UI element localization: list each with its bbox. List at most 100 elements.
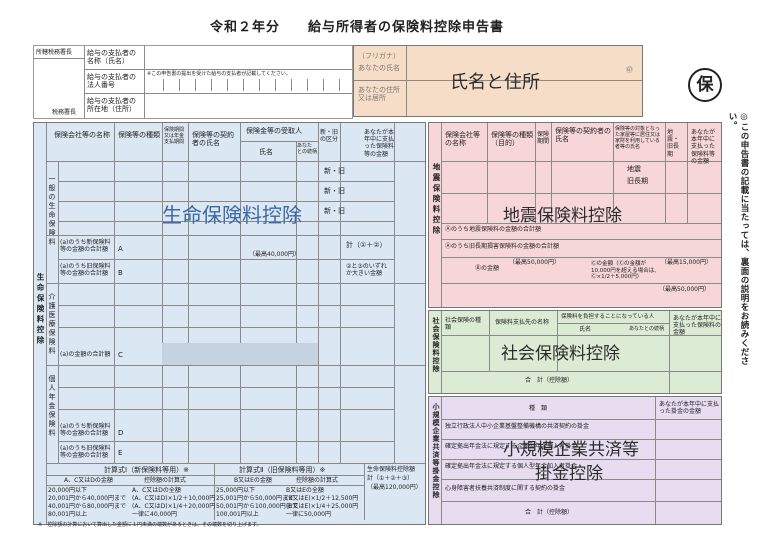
calc-header-deduct-2: 控除額の計算式 — [296, 477, 339, 484]
general-life-label: 一般の生命保険料 — [48, 175, 56, 247]
calc-header-a: A、C又はDの金額 — [64, 477, 113, 484]
pension-label: 個人年金保険料 — [48, 375, 56, 438]
social-col-relation: あなたとの続柄 — [629, 326, 664, 332]
row-d: D — [118, 429, 124, 437]
seal-mark: ㊞ — [626, 66, 633, 74]
eq-calc-b: Ⓑの金額 — [475, 265, 500, 272]
sum-d-label: (a)のうち新保険料等の金額の合計額 — [60, 423, 111, 438]
life-insurance-region: 生命保険料控除 保険会社等の名称 保険等の種類 保険期間又は年金支払期間 保険等… — [33, 122, 426, 528]
payer-name-label: 給与の支払者の名称（氏名） — [87, 49, 136, 66]
your-name-label: あなたの氏名 — [358, 64, 400, 72]
payer-address-label: 給与の支払者の所在地（住所） — [87, 97, 136, 114]
corporate-number-grid[interactable] — [147, 79, 347, 91]
eq-sum-old: Ⓐのうち旧長期損害保険料の金額の合計額 — [445, 243, 560, 250]
name-address-region: （フリガナ） あなたの氏名 あなたの住所又は居所 ㊞ 氏名と住所 — [353, 45, 643, 117]
col-period: 保険期間又は年金支払期間 — [164, 127, 185, 145]
sb-total: 合 計（控除額） — [525, 509, 574, 516]
sum-b-label: (a)のうち旧保険料等の金額の合計額 — [60, 263, 111, 278]
furigana-label: （フリガナ） — [358, 52, 400, 60]
sb-row-4: 心身障害者扶養共済制度に関する契約の掛金 — [445, 485, 566, 492]
social-col-payee: 保険料支払先の名称 — [495, 319, 550, 326]
eq-col-period: 保険期間 — [537, 131, 550, 146]
instructions-note: ◎この申告書の記載に当たっては、裏面の説明をお読みください。 — [727, 112, 749, 366]
eq-kind-quake: 地震 — [627, 165, 641, 173]
earthquake-side-label: 地震保険料控除 — [432, 163, 441, 237]
sb-col-type: 種 類 — [529, 405, 548, 412]
life-total-formula: 計（①＋②＋③） — [367, 475, 414, 482]
col-amount: あなたが本年中に支払った保険料等の金額 — [364, 129, 395, 158]
eq-calc-c: Ⓒの金額（Ⓒの金額が10,000円を超える場合は、Ⓒ×1/2＋5,000円） — [591, 261, 660, 281]
form-title: 令和２年分 給与所得者の保険料控除申告書 — [210, 20, 505, 35]
col-relation: あなたとの続柄 — [297, 143, 317, 155]
calc-title-new: 計算式Ⅰ（新保険料等用）※ — [104, 466, 189, 474]
earthquake-overlay-label: 地震保険料控除 — [503, 206, 622, 226]
name-address-overlay: 氏名と住所 — [450, 72, 540, 93]
col-type: 保険等の種類 — [118, 131, 160, 139]
new-old-1: 新・旧 — [324, 167, 345, 175]
life-footnote: ※ 控除額の計算において算出した金額に１円未満の端数があるときは、その端数を切り… — [38, 522, 262, 528]
social-col-name: 氏名 — [579, 326, 592, 333]
eq-col-kind: 地震・旧長期 — [667, 129, 680, 158]
sb-col-amount: あなたが本年中に支払った掛金の金額 — [659, 401, 720, 416]
form-type-mark: 保 — [688, 68, 722, 102]
your-address-label: あなたの住所又は居所 — [358, 86, 400, 103]
sum-c-label: (a)の金額の合計額 — [60, 351, 111, 358]
social-total: 合 計（控除額） — [525, 377, 574, 384]
shaded-cell — [162, 343, 318, 365]
row-c: C — [118, 351, 123, 359]
social-region: 社会保険料控除 社会保険の種類 保険料支払先の名称 保険料を負担することになって… — [428, 310, 722, 394]
calc-header-deduct-1: 控除額の計算式 — [144, 477, 187, 484]
social-col-type: 社会保険の種類 — [445, 317, 482, 332]
eq-max-15000: （最高15,000円） — [661, 259, 712, 266]
eq-max-total: （最高50,000円） — [659, 286, 710, 293]
sb-row-1: 独立行政法人中小企業基盤整備機構の共済契約の掛金 — [445, 423, 590, 430]
life-side-label: 生命保険料控除 — [36, 273, 45, 347]
sb-row-3: 確定拠出年金法に規定する個人型年金加入者掛金 — [445, 463, 578, 470]
social-side-label: 社会保険料控除 — [432, 317, 440, 373]
calc-total-1: 計（①＋②） — [346, 241, 387, 249]
office-label: 所轄税務署長 — [36, 49, 73, 56]
social-overlay-label: 社会保険料控除 — [501, 344, 620, 364]
calc-max-1: ②と③のいずれか大きい金額 — [346, 263, 387, 278]
row-b: B — [118, 269, 123, 277]
eq-sum-quake: Ⓐのうち地震保険料の金額の合計額 — [445, 226, 542, 233]
small-business-region: 小規模企業共済等掛金控除 種 類 あなたが本年中に支払った掛金の金額 独立行政法… — [428, 396, 722, 525]
new-old-2: 新・旧 — [324, 187, 345, 195]
eq-max-50000: （最高50,000円） — [509, 259, 560, 266]
eq-col-insured: 保険等の対象となった家屋等に居住又は家財を利用している者等の氏名 — [615, 126, 661, 150]
earthquake-region: 地震保険料控除 保険会社等の名称 保険等の種類（目的） 保険期間 保険等の契約者… — [428, 122, 722, 308]
medical-label: 介護医療保険料 — [48, 293, 56, 356]
col-contractor: 保険等の契約者の氏名 — [192, 131, 234, 148]
tax-office-label: 税務署長 — [52, 109, 77, 116]
col-recipient: 保険金等の受取人 — [246, 127, 302, 135]
row-a: A — [118, 245, 123, 253]
col-new-old: 新・旧の区分 — [320, 129, 339, 144]
life-overlay-label: 生命保険料控除 — [162, 203, 302, 227]
new-old-3: 新・旧 — [324, 207, 345, 215]
eq-col-type: 保険等の種類（目的） — [491, 131, 533, 148]
calc-title-old: 計算式Ⅱ（旧保険料等用）※ — [239, 466, 326, 474]
col-company: 保険会社等の名称 — [54, 131, 110, 139]
life-total-label: 生命保険料控除額 — [367, 466, 416, 473]
eq-col-company: 保険会社等の名称 — [445, 131, 480, 148]
max-amount-1: （最高40,000円） — [249, 251, 300, 258]
sb-overlay-label-2: 掛金控除 — [535, 464, 603, 484]
sb-row-2: 確定拠出年金法に規定する企業型年金加入者掛金 — [445, 443, 578, 450]
calc-header-b: B又はEの金額 — [234, 477, 272, 484]
life-total-max: （最高120,000円） — [367, 484, 422, 491]
social-col-amount: あなたが本年中に支払った保険料の金額 — [673, 315, 722, 337]
sb-overlay-label-1: 小規模企業共済等 — [503, 440, 639, 460]
col-recipient-name: 氏名 — [259, 148, 273, 156]
sum-e-label: (a)のうち旧保険料等の金額の合計額 — [60, 445, 111, 460]
row-e: E — [118, 449, 123, 457]
sum-a-label: (a)のうち新保険料等の金額の合計額 — [60, 239, 111, 254]
eq-col-amount: あなたが本年中に支払った保険料等の金額 — [691, 129, 716, 165]
eq-kind-old: 旧長期 — [627, 177, 648, 185]
social-col-payer: 保険料を負担することになっている人 — [561, 314, 655, 320]
payer-note: ※この申告書の提出を受けた給与の支払者が記載してください。 — [147, 71, 291, 77]
payer-info-box: 所轄税務署長 税務署長 給与の支払者の名称（氏名） 給与の支払者の法人番号 給与… — [33, 45, 353, 119]
payer-number-label: 給与の支払者の法人番号 — [87, 73, 136, 90]
small-business-side-label: 小規模企業共済等掛金控除 — [432, 403, 440, 499]
